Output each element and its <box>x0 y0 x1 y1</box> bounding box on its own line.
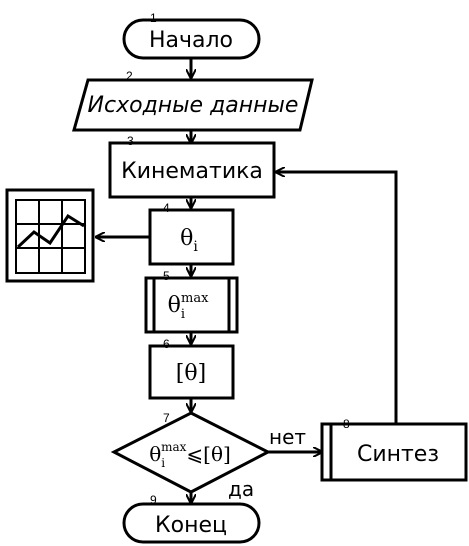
block-number-3: 3 <box>127 134 134 148</box>
block-theta-i <box>148 208 235 266</box>
block-input-data-label: Исходные данные <box>88 93 299 118</box>
block-number-4: 4 <box>163 201 170 215</box>
block-start <box>122 18 261 60</box>
block-kinematics <box>108 141 276 199</box>
block-kinematics-label: Кинематика <box>121 159 263 184</box>
edge-label-yes: да <box>228 477 254 501</box>
block-number-5: 5 <box>163 269 170 283</box>
block-end-label: Конец <box>155 513 227 538</box>
block-number-1: 1 <box>150 11 157 25</box>
block-synthesis <box>320 422 468 482</box>
block-number-2: 2 <box>126 69 133 83</box>
block-synthesis-label: Синтез <box>357 442 439 467</box>
block-theta-i-label: θi <box>180 226 198 255</box>
block-theta-allowed-label: [θ] <box>176 361 206 386</box>
block-number-7: 7 <box>163 411 170 425</box>
block-theta-allowed <box>148 344 235 400</box>
edge-label-no: нет <box>269 425 306 449</box>
block-start-label: Начало <box>149 28 233 53</box>
block-theta-max <box>144 276 239 334</box>
block-decision-label: θimax⩽[θ] <box>149 440 231 470</box>
block-input-data <box>72 78 314 132</box>
block-end <box>122 502 261 544</box>
connector-8-3-loop <box>276 172 398 424</box>
block-decision <box>110 411 272 494</box>
block-number-6: 6 <box>163 337 170 351</box>
line-graph-icon <box>5 188 95 283</box>
block-number-9: 9 <box>150 493 157 507</box>
block-number-8: 8 <box>343 417 350 431</box>
block-theta-max-label: θimax <box>168 291 209 322</box>
